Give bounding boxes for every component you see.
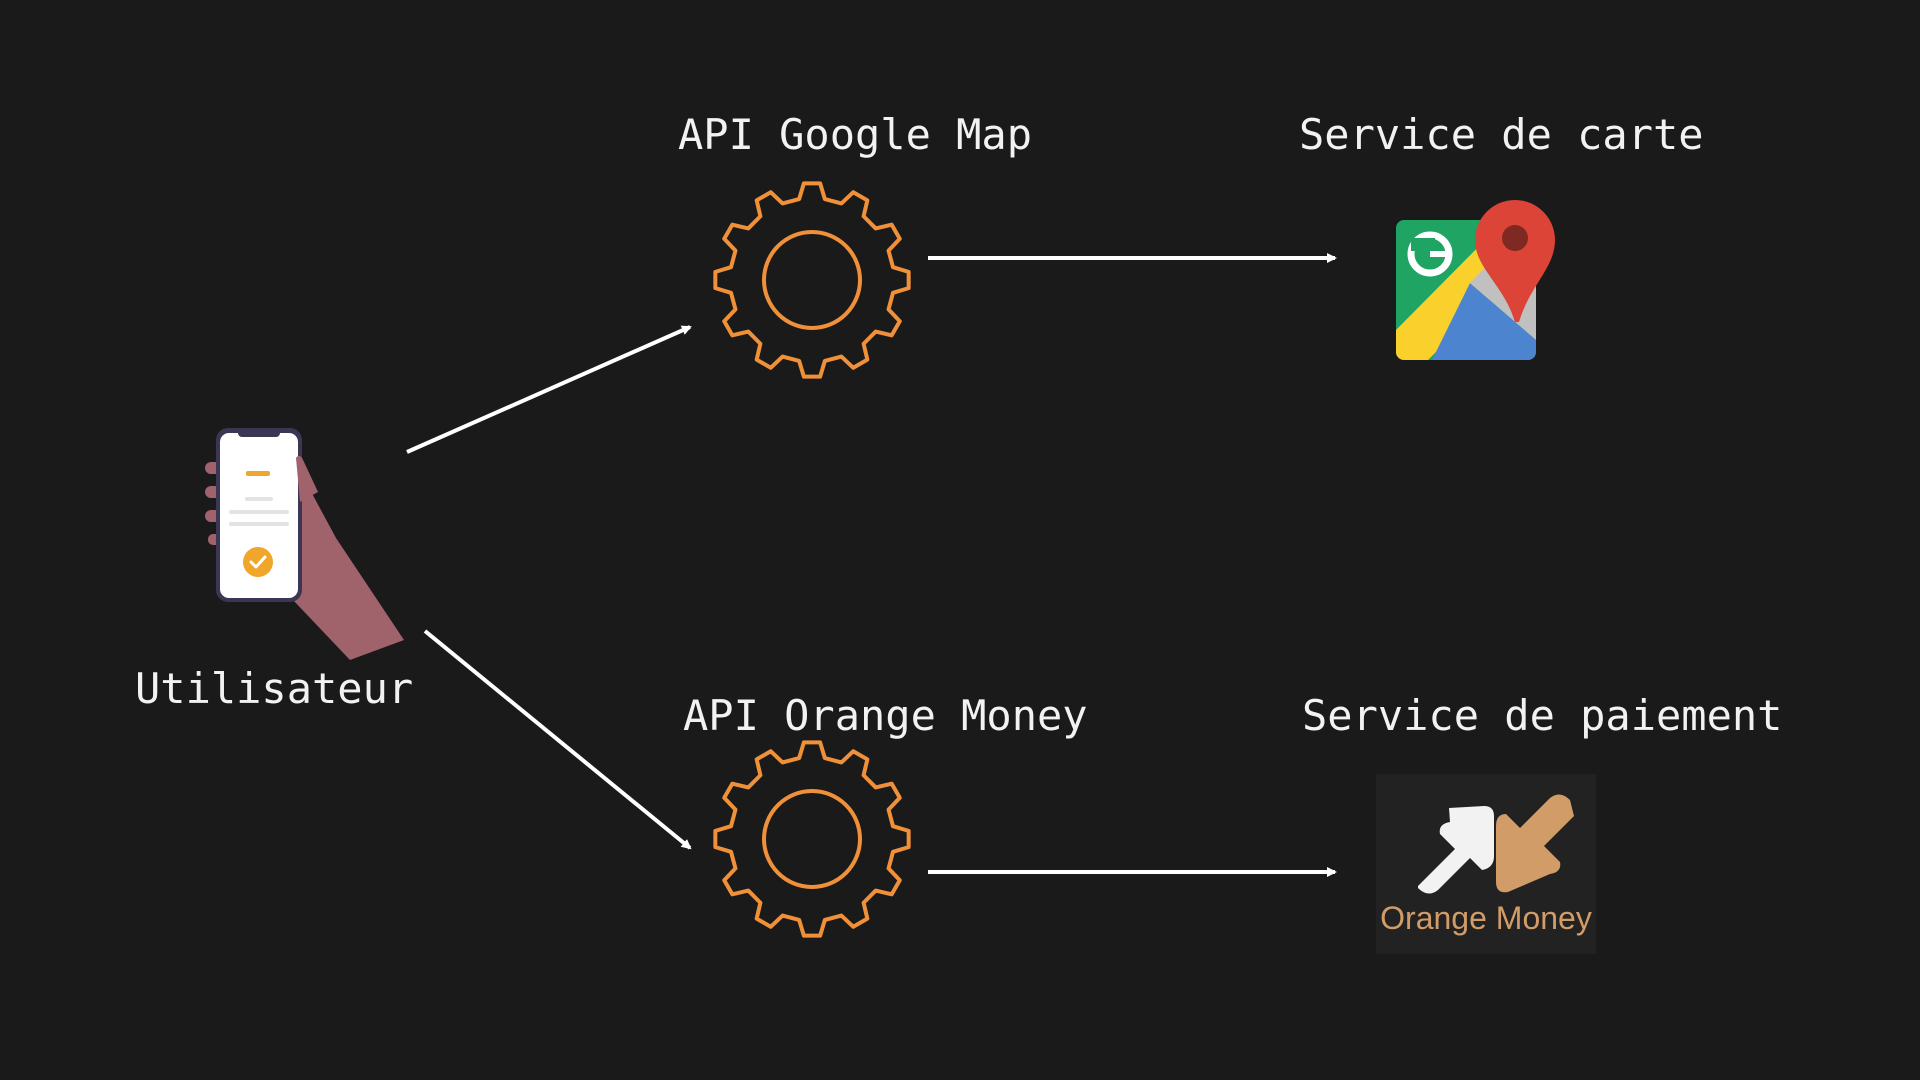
gear-icon xyxy=(713,181,911,379)
gear-icon xyxy=(713,740,911,938)
orange-money-wordmark: Orange Money xyxy=(1380,900,1592,936)
orange-money-icon: Orange Money xyxy=(1376,774,1596,954)
user-label: Utilisateur xyxy=(135,664,414,713)
api-google-map-label: API Google Map xyxy=(678,110,1033,159)
arrow-user-to-money-api xyxy=(423,629,692,850)
arrow-user-to-map-api xyxy=(406,325,692,454)
payment-service-label: Service de paiement xyxy=(1302,691,1783,740)
map-service-label: Service de carte xyxy=(1299,110,1704,159)
google-maps-icon: G xyxy=(1396,200,1555,360)
hand-holding-phone-icon xyxy=(205,428,404,660)
api-orange-money-label: API Orange Money xyxy=(683,691,1088,740)
